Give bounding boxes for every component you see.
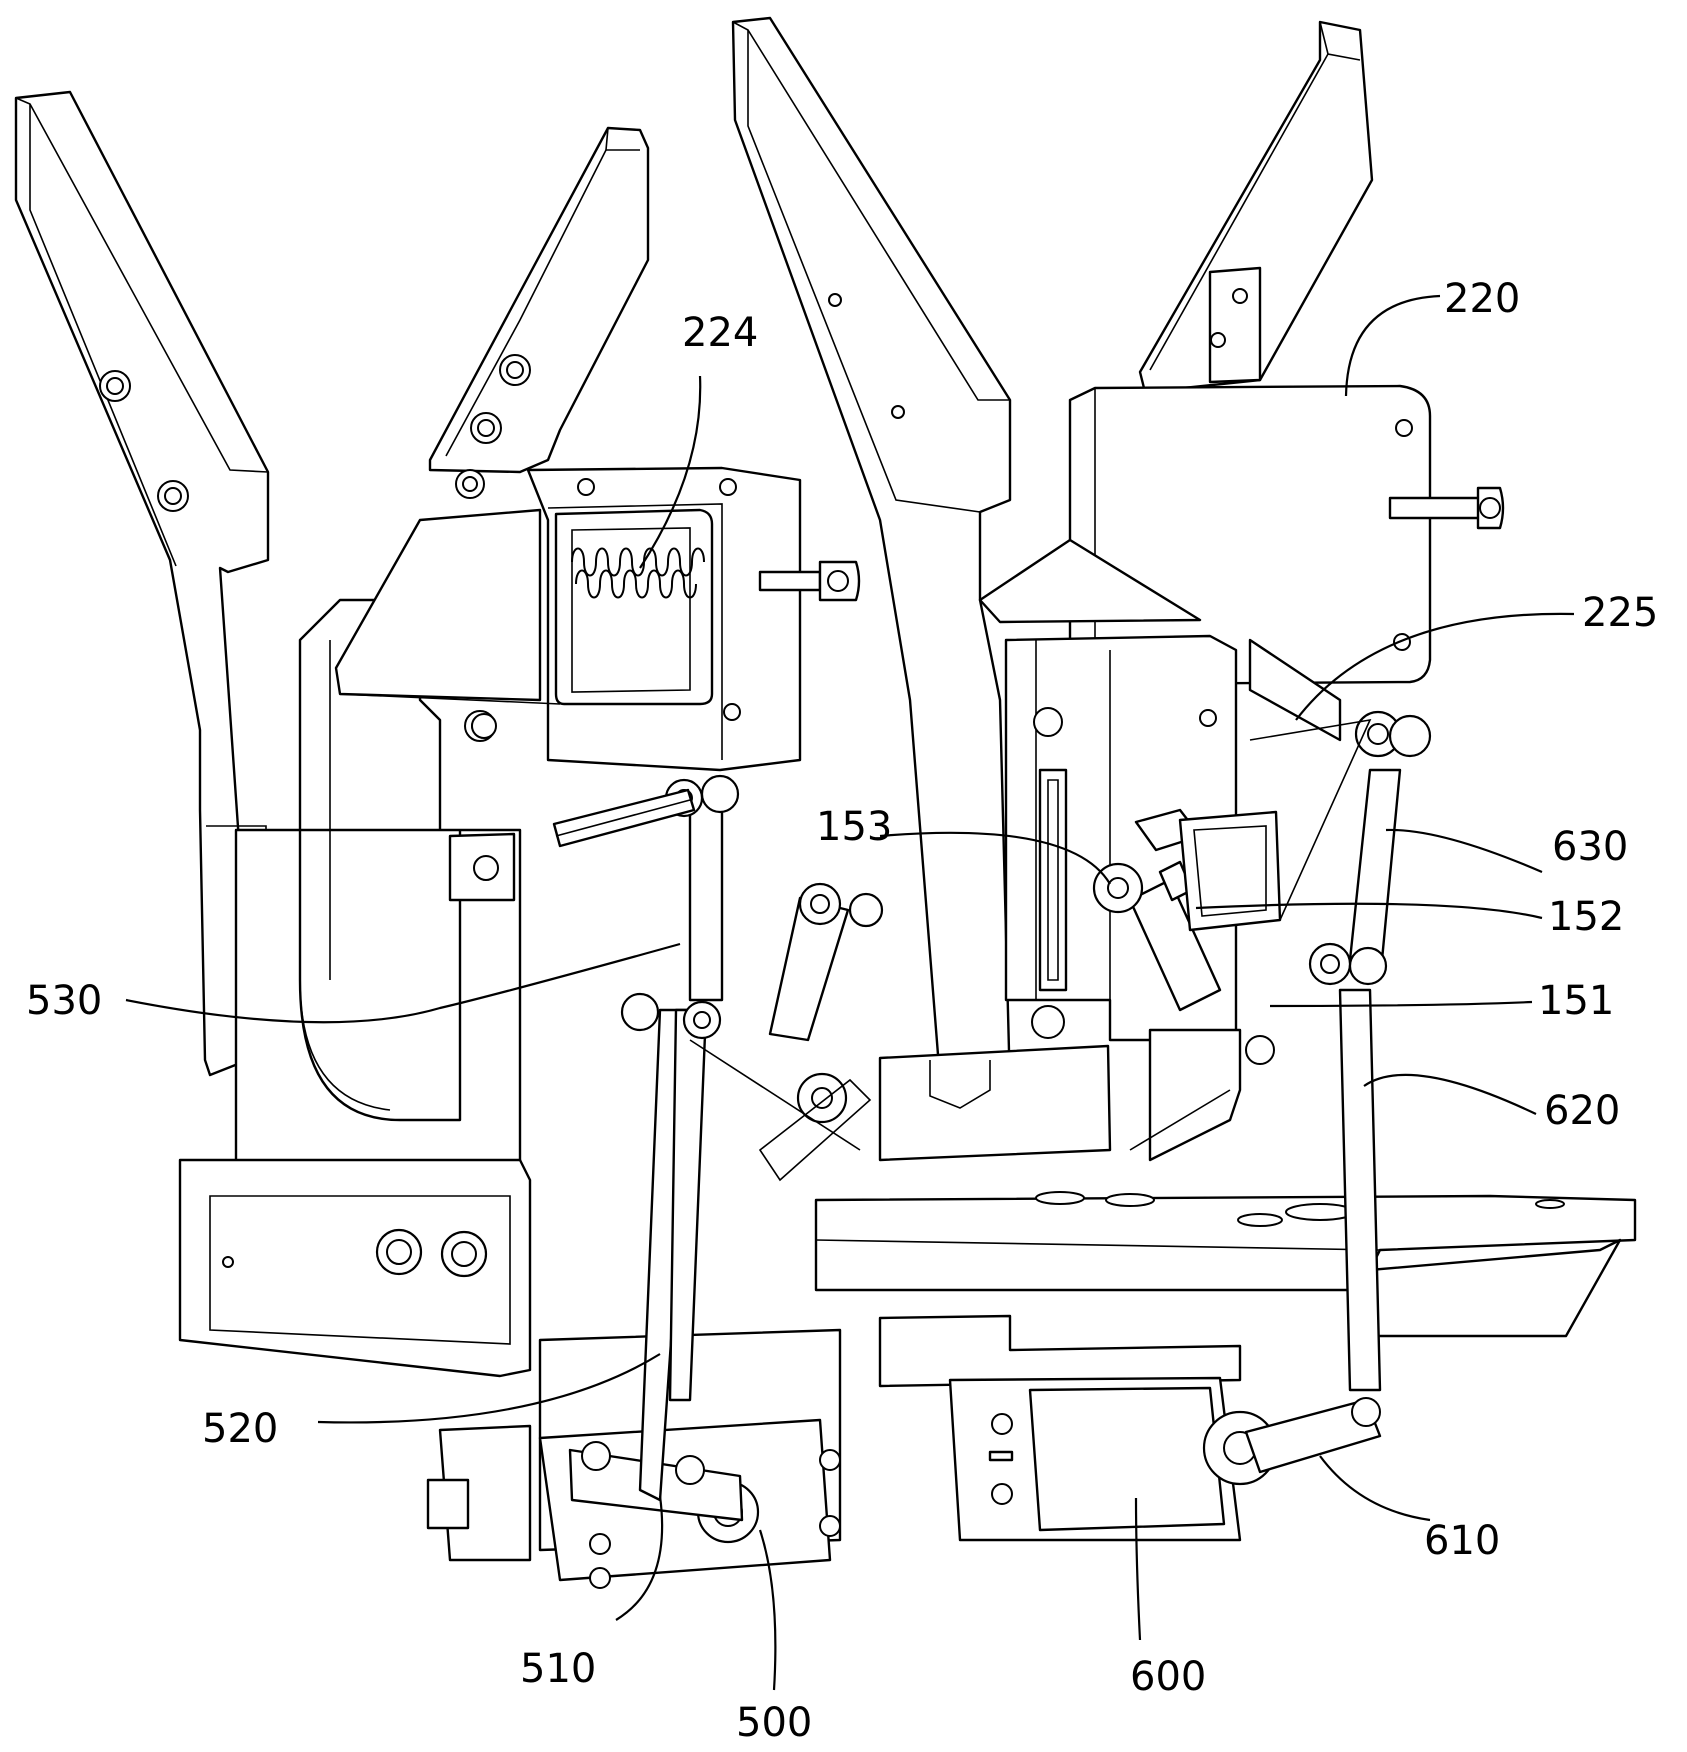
callout-530: 530 <box>26 978 102 1024</box>
callout-224: 224 <box>682 310 758 356</box>
leader-225 <box>1295 612 1575 721</box>
linkage-620 <box>1308 942 1388 1392</box>
leader-152 <box>1195 902 1543 920</box>
leader-151 <box>1269 1000 1533 1008</box>
leader-lines <box>125 294 1575 1691</box>
slide-rod-left <box>448 788 696 902</box>
leader-520 <box>317 1353 661 1424</box>
leader-224 <box>639 375 702 569</box>
main-base-plate <box>814 1191 1637 1338</box>
right-outer-finger <box>1138 20 1374 394</box>
spring-224 <box>571 547 705 599</box>
callout-620: 620 <box>1544 1088 1620 1134</box>
callout-610: 610 <box>1424 1518 1500 1564</box>
callout-510: 510 <box>520 1646 596 1692</box>
callout-225: 225 <box>1582 590 1658 636</box>
leader-510 <box>615 1495 664 1621</box>
left-base-block <box>178 1158 532 1378</box>
left-servo-500 <box>426 1328 842 1589</box>
rocker-arm-left <box>689 882 884 1182</box>
right-block-220 <box>978 384 1505 692</box>
callout-153: 153 <box>816 804 892 850</box>
left-spring-housing <box>334 466 861 772</box>
center-base-block <box>878 1044 1112 1162</box>
callout-500: 500 <box>736 1700 812 1746</box>
leader-220 <box>1344 294 1441 397</box>
leader-620 <box>1363 1073 1537 1115</box>
leader-153 <box>879 831 1111 885</box>
callout-151: 151 <box>1538 978 1614 1024</box>
left-outer-finger <box>14 90 270 1077</box>
callout-520: 520 <box>202 1406 278 1452</box>
callout-152: 152 <box>1548 894 1624 940</box>
linkage-630 <box>1348 710 1432 962</box>
callout-220: 220 <box>1444 276 1520 322</box>
callout-630: 630 <box>1552 824 1628 870</box>
left-inner-finger <box>428 126 650 499</box>
right-servo-600 <box>878 1314 1382 1542</box>
arm-151 <box>1129 810 1282 1162</box>
leader-610 <box>1319 1455 1431 1522</box>
leader-530 <box>125 942 681 1024</box>
leader-500 <box>758 1529 777 1691</box>
callout-600: 600 <box>1130 1654 1206 1700</box>
callout-labels: 220 224 225 630 152 153 151 530 620 520 … <box>26 276 1658 1746</box>
leader-630 <box>1385 828 1543 874</box>
leader-600 <box>1134 1497 1142 1641</box>
